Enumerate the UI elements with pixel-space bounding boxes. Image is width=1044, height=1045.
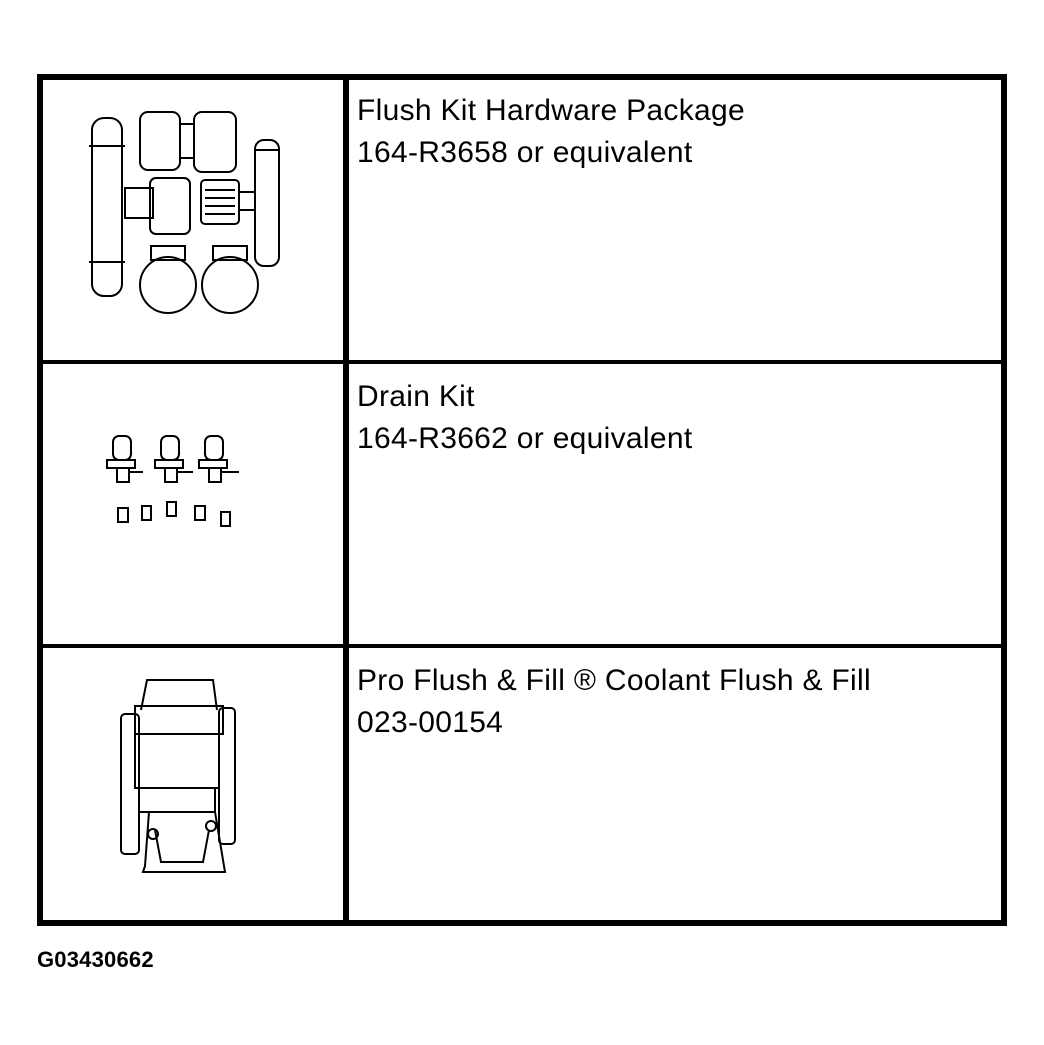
row-divider: [43, 644, 1001, 648]
flush-fill-image-cell: [43, 650, 343, 920]
flush-fill-text-cell: Pro Flush & Fill ® Coolant Flush & Fill …: [357, 660, 987, 744]
drain-kit-icon: [106, 435, 239, 527]
row-title: Drain Kit: [357, 380, 475, 413]
row-part-number: 023-00154: [357, 706, 504, 739]
figure-id: G03430662: [37, 947, 154, 972]
flush-kit-image-cell: [43, 80, 343, 360]
table-row: Pro Flush & Fill ® Coolant Flush & Fill …: [43, 650, 1001, 920]
drain-kit-image-cell: [43, 366, 343, 644]
column-divider: [343, 80, 349, 920]
row-title: Flush Kit Hardware Package: [357, 94, 745, 127]
table-row: Flush Kit Hardware Package 164-R3658 or …: [43, 80, 1001, 360]
tool-table: Flush Kit Hardware Package 164-R3658 or …: [37, 74, 1007, 926]
drain-kit-text-cell: Drain Kit 164-R3662 or equivalent: [357, 376, 987, 460]
flush-fill-machine-icon: [120, 679, 236, 873]
flush-kit-text-cell: Flush Kit Hardware Package 164-R3658 or …: [357, 90, 987, 174]
flush-kit-hardware-icon: [89, 111, 280, 314]
table-row: Drain Kit 164-R3662 or equivalent: [43, 366, 1001, 644]
row-divider: [43, 360, 1001, 364]
row-part-number: 164-R3662 or equivalent: [357, 422, 693, 455]
row-title: Pro Flush & Fill ® Coolant Flush & Fill: [357, 664, 871, 697]
row-part-number: 164-R3658 or equivalent: [357, 136, 693, 169]
